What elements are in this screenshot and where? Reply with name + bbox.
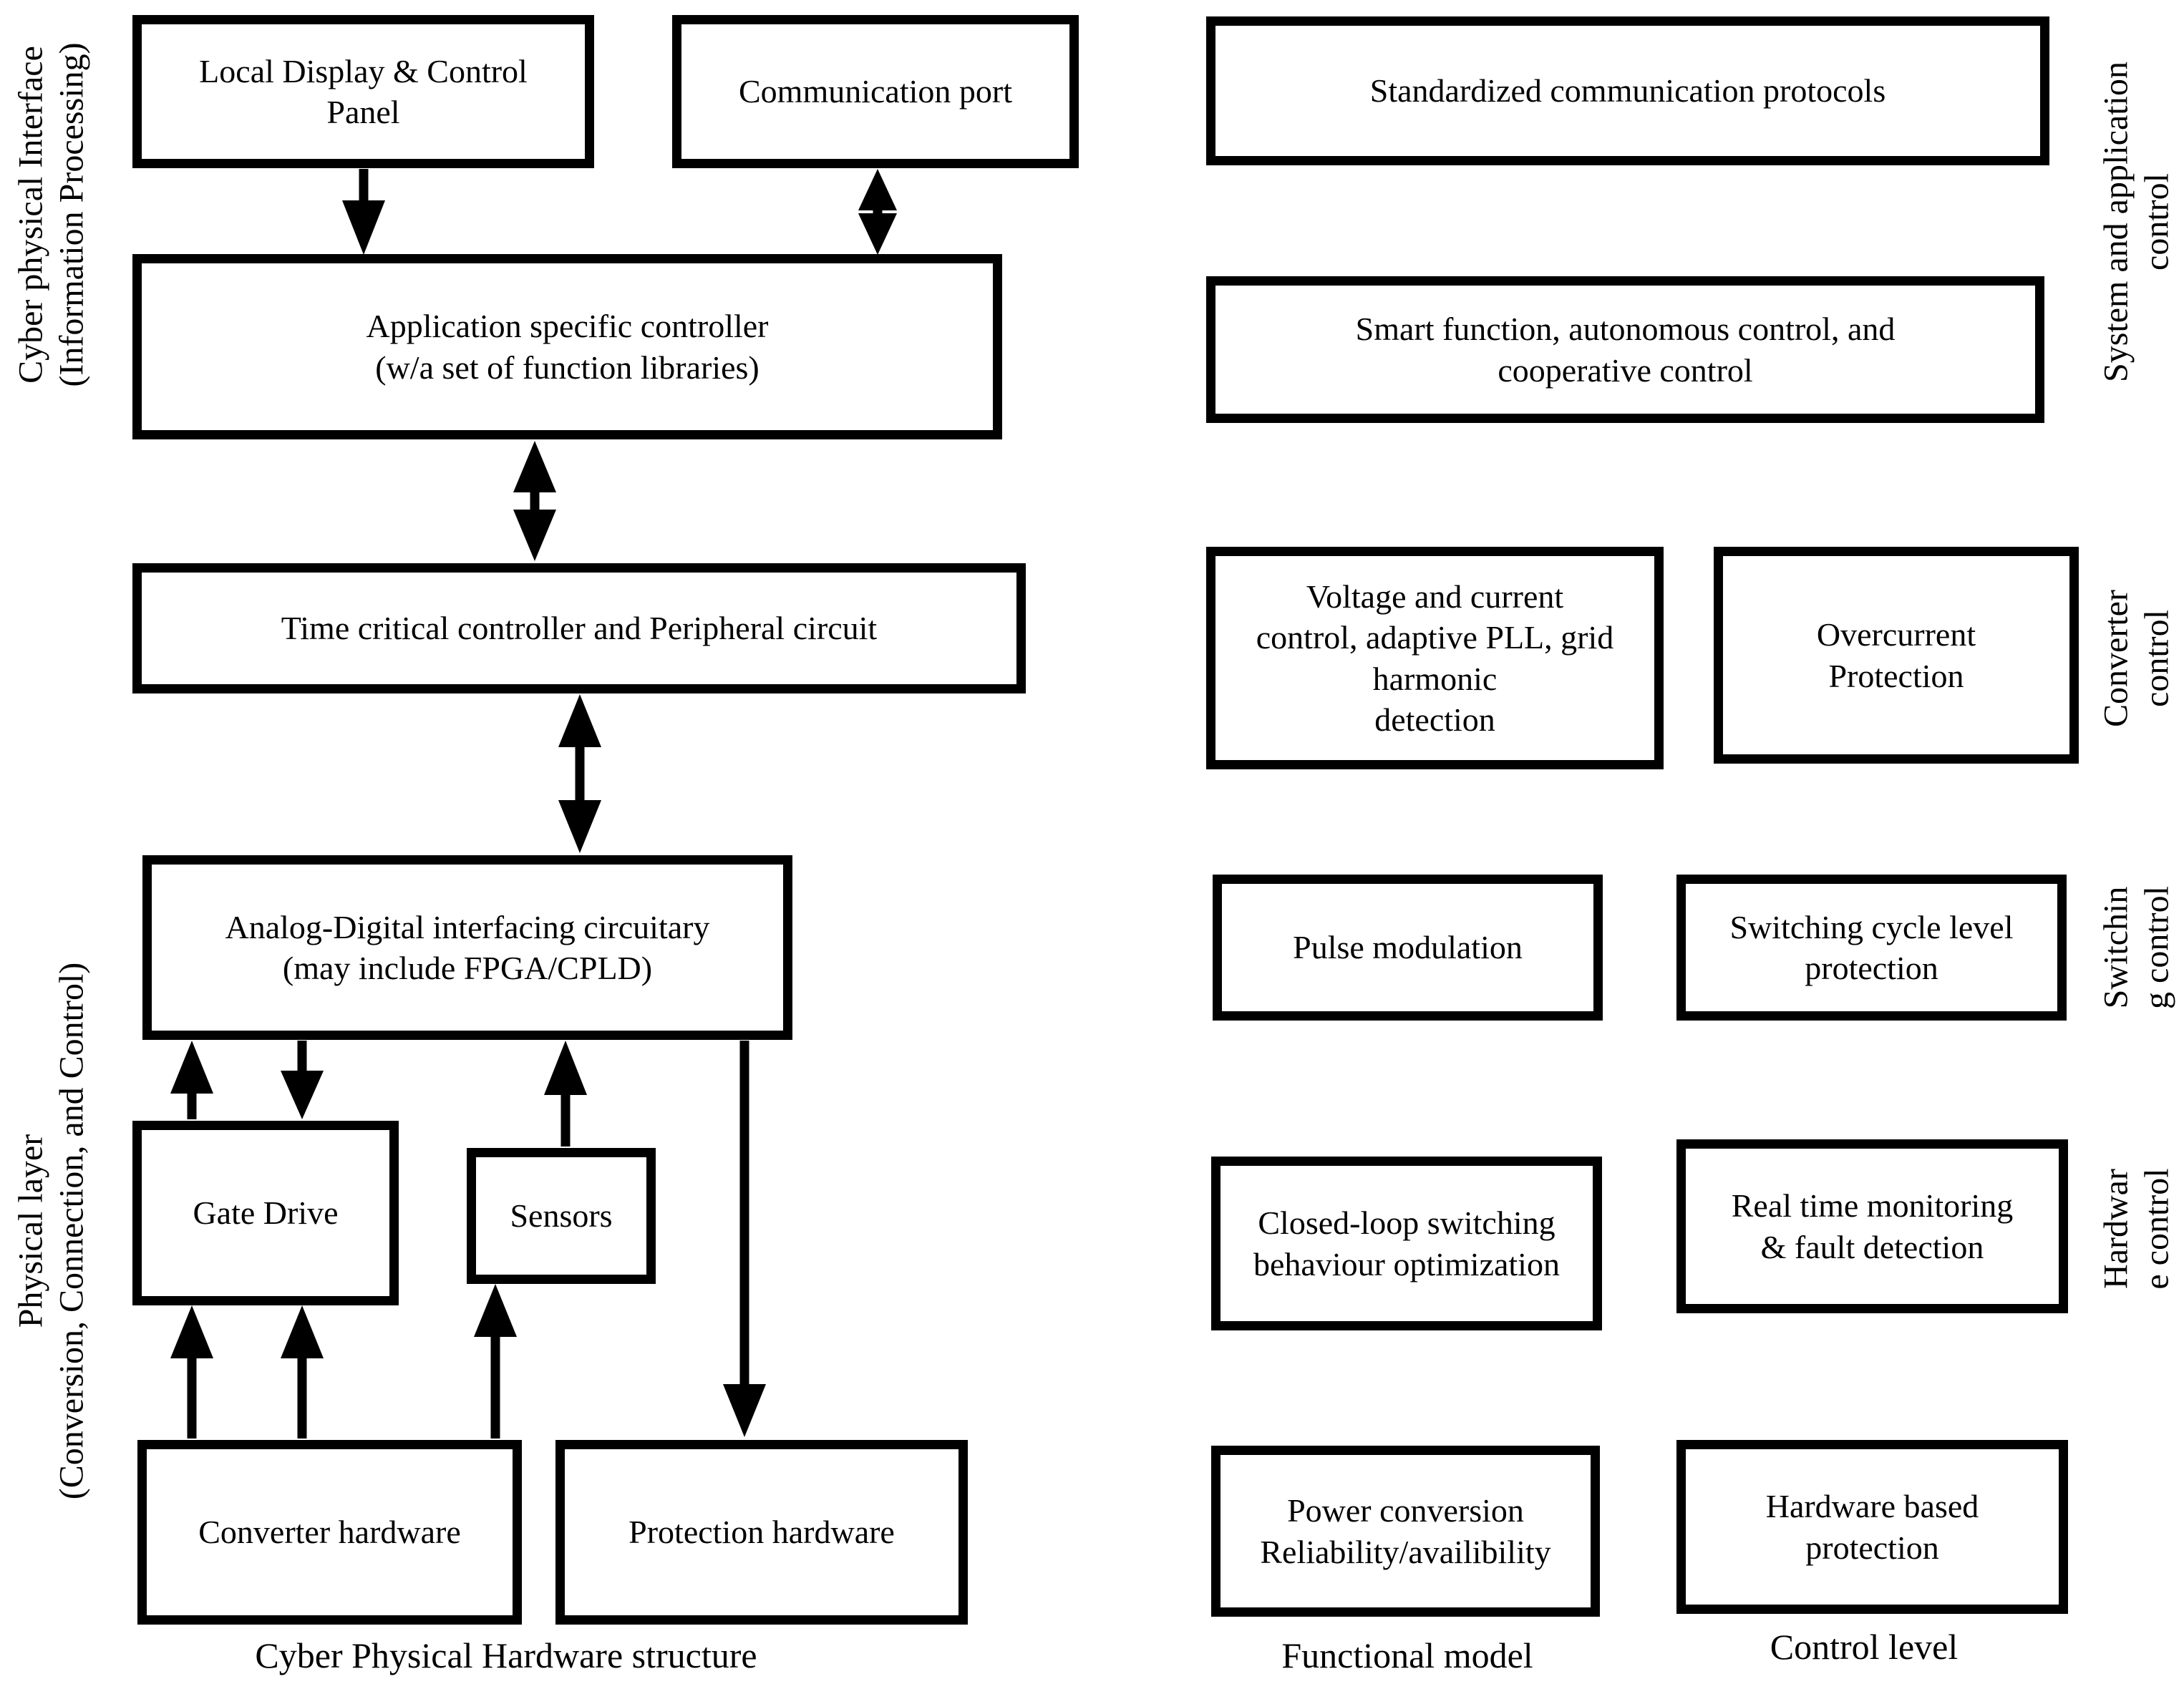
box-sensors: Sensors	[467, 1148, 656, 1284]
box-standardized-communication-protocols: Standardized communication protocols	[1206, 16, 2049, 165]
box-converter-hardware: Converter hardware	[137, 1440, 522, 1625]
side-label-physical-layer: Physical layer (Conversion, Connection, …	[11, 962, 90, 1500]
box-overcurrent-protection: Overcurrent Protection	[1714, 547, 2079, 764]
box-analog-digital-interfacing: Analog-Digital interfacing circuitary (m…	[142, 855, 792, 1040]
side-label-switching-control: Switchin g control	[2097, 886, 2175, 1009]
box-gate-drive: Gate Drive	[132, 1121, 399, 1305]
box-power-conversion-reliability: Power conversion Reliability/availibilit…	[1211, 1446, 1600, 1617]
box-communication-port: Communication port	[672, 15, 1079, 168]
caption-cyber-physical-hardware-structure: Cyber Physical Hardware structure	[255, 1635, 757, 1675]
arrow-sensors-to-ad-interface	[544, 1041, 587, 1147]
box-local-display-control-panel: Local Display & Control Panel	[132, 15, 594, 168]
box-time-critical-controller: Time critical controller and Peripheral …	[132, 563, 1026, 693]
arrow-converter-to-sensors	[474, 1284, 517, 1439]
side-label-cyber-physical-interface: Cyber physical Interface (Information Pr…	[11, 42, 90, 387]
side-label-hardware-control: Hardwar e control	[2097, 1168, 2175, 1290]
box-real-time-monitoring: Real time monitoring & fault detection	[1676, 1139, 2068, 1313]
box-application-specific-controller: Application specific controller (w/a set…	[132, 254, 1002, 439]
side-label-system-application-control: System and application control	[2097, 62, 2175, 382]
arrow-ad-interface-to-gate-drive	[281, 1041, 324, 1119]
arrow-gate-drive-to-ad-interface	[170, 1041, 213, 1119]
box-voltage-current-control: Voltage and current control, adaptive PL…	[1206, 547, 1664, 769]
arrow-time-critical-ad-interface-bidirectional	[558, 694, 601, 853]
side-label-converter-control: Converter control	[2097, 590, 2175, 727]
arrow-comm-port-app-controller-bidirectional	[858, 169, 897, 255]
box-switching-cycle-protection: Switching cycle level protection	[1676, 875, 2067, 1021]
arrow-app-controller-time-critical-bidirectional	[513, 441, 556, 561]
box-closed-loop-switching-optimization: Closed-loop switching behaviour optimiza…	[1211, 1157, 1602, 1330]
arrow-converter-to-gate-drive-right	[281, 1305, 324, 1439]
box-protection-hardware: Protection hardware	[555, 1440, 968, 1625]
box-smart-function-autonomous-control: Smart function, autonomous control, and …	[1206, 276, 2044, 423]
box-pulse-modulation: Pulse modulation	[1213, 875, 1603, 1021]
caption-functional-model: Functional model	[1281, 1635, 1533, 1675]
arrow-local-display-to-app-controller	[342, 169, 385, 255]
arrow-ad-interface-to-protection-hardware	[723, 1041, 766, 1437]
box-hardware-based-protection: Hardware based protection	[1676, 1440, 2068, 1614]
arrow-converter-to-gate-drive-left	[170, 1305, 213, 1439]
caption-control-level: Control level	[1770, 1627, 1959, 1667]
